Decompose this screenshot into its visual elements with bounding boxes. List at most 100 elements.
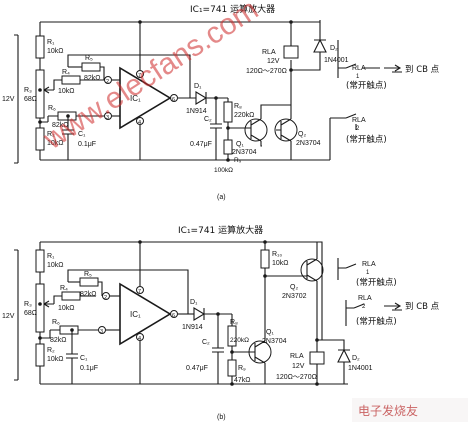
supply-label: 12V [2, 313, 15, 320]
wire [100, 66, 105, 80]
junction-dot [263, 240, 267, 244]
diode-d2 [317, 339, 351, 384]
relay-coil-rla [283, 45, 299, 59]
relay-contact-1 [337, 40, 380, 78]
resistor-r9 [227, 359, 237, 377]
r5-name: R₅ [84, 271, 92, 278]
contact1-number: 1 [366, 270, 370, 276]
pin-7-label: 7 [138, 73, 141, 79]
q2-value: 2N3702 [282, 293, 307, 300]
junction-dot [38, 88, 42, 92]
resistor-r1 [35, 249, 45, 273]
r2-value: 10kΩ [47, 356, 64, 363]
contact2-name: RLA [352, 117, 366, 124]
r9-value: 100kΩ [214, 167, 233, 174]
pin-2-marker [104, 76, 112, 84]
r5-name: R₅ [85, 55, 93, 62]
contact2-name: RLA [358, 295, 372, 302]
circuit-b-label: (b) [217, 414, 226, 421]
resistor-r1 [35, 35, 45, 59]
junction-dot [226, 126, 230, 130]
r8-value: 220kΩ [230, 337, 249, 344]
ic1-label: IC₁ [130, 94, 141, 103]
resistor-r6 [59, 325, 79, 335]
opamp-ic1 [119, 282, 172, 346]
q1-name: Q₁ [266, 329, 274, 336]
d2-value: 1N4001 [348, 365, 373, 372]
r3-value: 68Ω [24, 96, 37, 103]
r1-value: 10kΩ [47, 262, 64, 269]
feedback-wire [67, 269, 189, 314]
r2-value: 10kΩ [47, 140, 64, 147]
d1-name: D₁ [194, 83, 202, 90]
r9-name: R₉ [238, 365, 246, 372]
pin-3-label: 3 [106, 115, 109, 121]
r3-name: R₃ [24, 301, 32, 308]
pin-4-label: 4 [138, 336, 141, 342]
q1-value: 2N3704 [232, 149, 257, 156]
resistor-r5 [79, 277, 99, 287]
c1-value: 0.1μF [78, 141, 96, 148]
supply-bracket [14, 34, 19, 164]
pin-3-marker [104, 112, 112, 120]
junction-dot [38, 336, 42, 340]
wire [98, 281, 103, 296]
resistor-r2 [35, 343, 45, 367]
r3-value: 68Ω [24, 310, 37, 317]
resistor-r10 [260, 249, 270, 269]
junction-dot [66, 114, 70, 118]
pin-2-marker [102, 292, 110, 300]
pin-6-label: 6 [172, 313, 175, 319]
transistor-q2 [274, 118, 298, 142]
d1-value: 1N914 [186, 108, 207, 115]
pin-6-marker [170, 94, 178, 102]
d1-value: 1N914 [182, 324, 203, 331]
circuit-a-label: (a) [217, 194, 226, 201]
r2-name: R₂ [47, 131, 55, 138]
wire [53, 79, 62, 90]
d2-name: D₂ [352, 355, 360, 362]
junction-dot [214, 96, 218, 100]
rla-name: RLA [290, 353, 304, 360]
rla-voltage: 12V [267, 58, 280, 65]
r9-value: 47kΩ [234, 377, 251, 384]
junction-dot [289, 20, 293, 24]
pin-4-marker [136, 333, 144, 341]
cb-arrow [384, 64, 402, 73]
q2-leads [260, 104, 292, 160]
transistor-q1 [244, 118, 268, 142]
top-rail [40, 241, 323, 340]
q1-value: 2N3704 [262, 338, 287, 345]
resistor-r5 [81, 62, 101, 72]
q1-name: Q₁ [236, 141, 244, 148]
c2-name: C₂ [202, 339, 210, 346]
capacitor-c1 [62, 116, 74, 160]
d2-name: D₂ [330, 45, 338, 52]
logo-text: 电子发烧友 [358, 403, 418, 418]
contact2-number: 2 [356, 126, 360, 132]
r3-name: R₃ [24, 87, 32, 94]
transistor-q1 [248, 340, 272, 364]
c1-name: C₁ [80, 355, 88, 362]
q1-leads [246, 118, 262, 142]
relay-contact-1 [337, 258, 357, 280]
relay-contact-2 [345, 300, 402, 326]
r2-name: R₂ [47, 347, 55, 354]
junction-dot [263, 274, 267, 278]
r10-value: 10kΩ [272, 260, 289, 267]
supply-label: 12V [2, 96, 15, 103]
capacitor-c2 [212, 314, 224, 384]
pin-2-label: 2 [106, 79, 109, 85]
capacitor-c2 [210, 98, 222, 160]
junction-dot [289, 68, 293, 72]
diode-d2 [291, 22, 327, 71]
d1-name: D₁ [190, 299, 198, 306]
resistor-r4 [61, 291, 81, 301]
feedback-wire [67, 54, 191, 98]
resistor-r9 [223, 139, 233, 155]
r8-value: 220kΩ [234, 112, 254, 119]
c2-value: 0.47μF [190, 141, 212, 148]
junction-dot [226, 158, 230, 162]
q2-value: 2N3704 [296, 140, 321, 147]
